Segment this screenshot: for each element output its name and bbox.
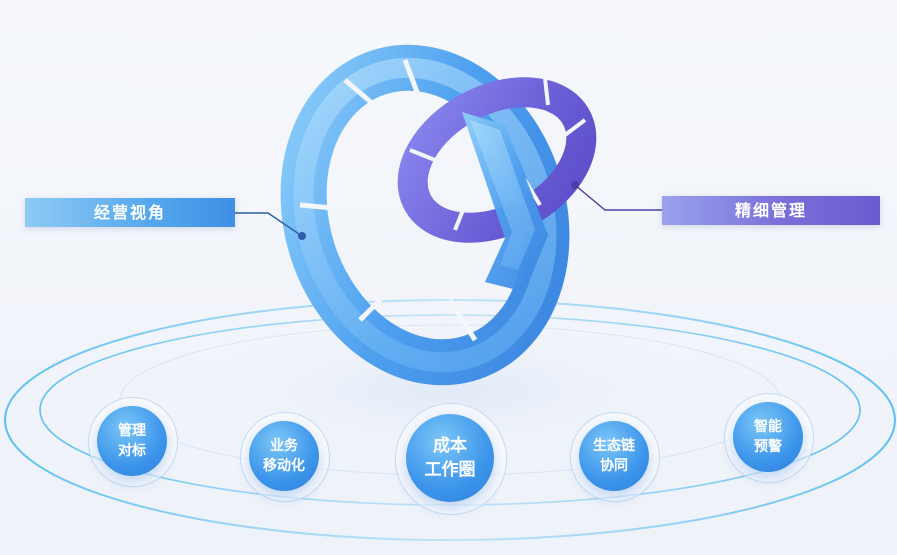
node-line2: 移动化	[263, 458, 305, 474]
node-smart-alert: 智能 预警	[733, 402, 803, 472]
node-line2: 预警	[754, 439, 782, 455]
node-cost-workcircle: 成本 工作圈	[406, 414, 494, 502]
node-line2: 对标	[118, 443, 146, 459]
node-ecosystem-collaboration: 生态链 协同	[579, 421, 649, 491]
connector-right	[571, 181, 676, 214]
blue-ring-front-highlight	[470, 120, 535, 270]
node-line1: 生态链	[593, 438, 635, 454]
node-line1: 业务	[270, 438, 298, 454]
node-line2: 工作圈	[424, 460, 476, 480]
label-fine-management: 精细管理	[662, 196, 880, 225]
node-line1: 成本	[433, 436, 467, 456]
center-glow	[190, 320, 710, 460]
node-management-benchmark: 管理 对标	[97, 406, 167, 476]
node-line1: 管理	[118, 423, 146, 439]
node-line1: 智能	[754, 419, 782, 435]
node-line2: 协同	[600, 458, 628, 474]
node-business-mobile: 业务 移动化	[249, 421, 319, 491]
label-business-perspective: 经营视角	[25, 198, 235, 227]
